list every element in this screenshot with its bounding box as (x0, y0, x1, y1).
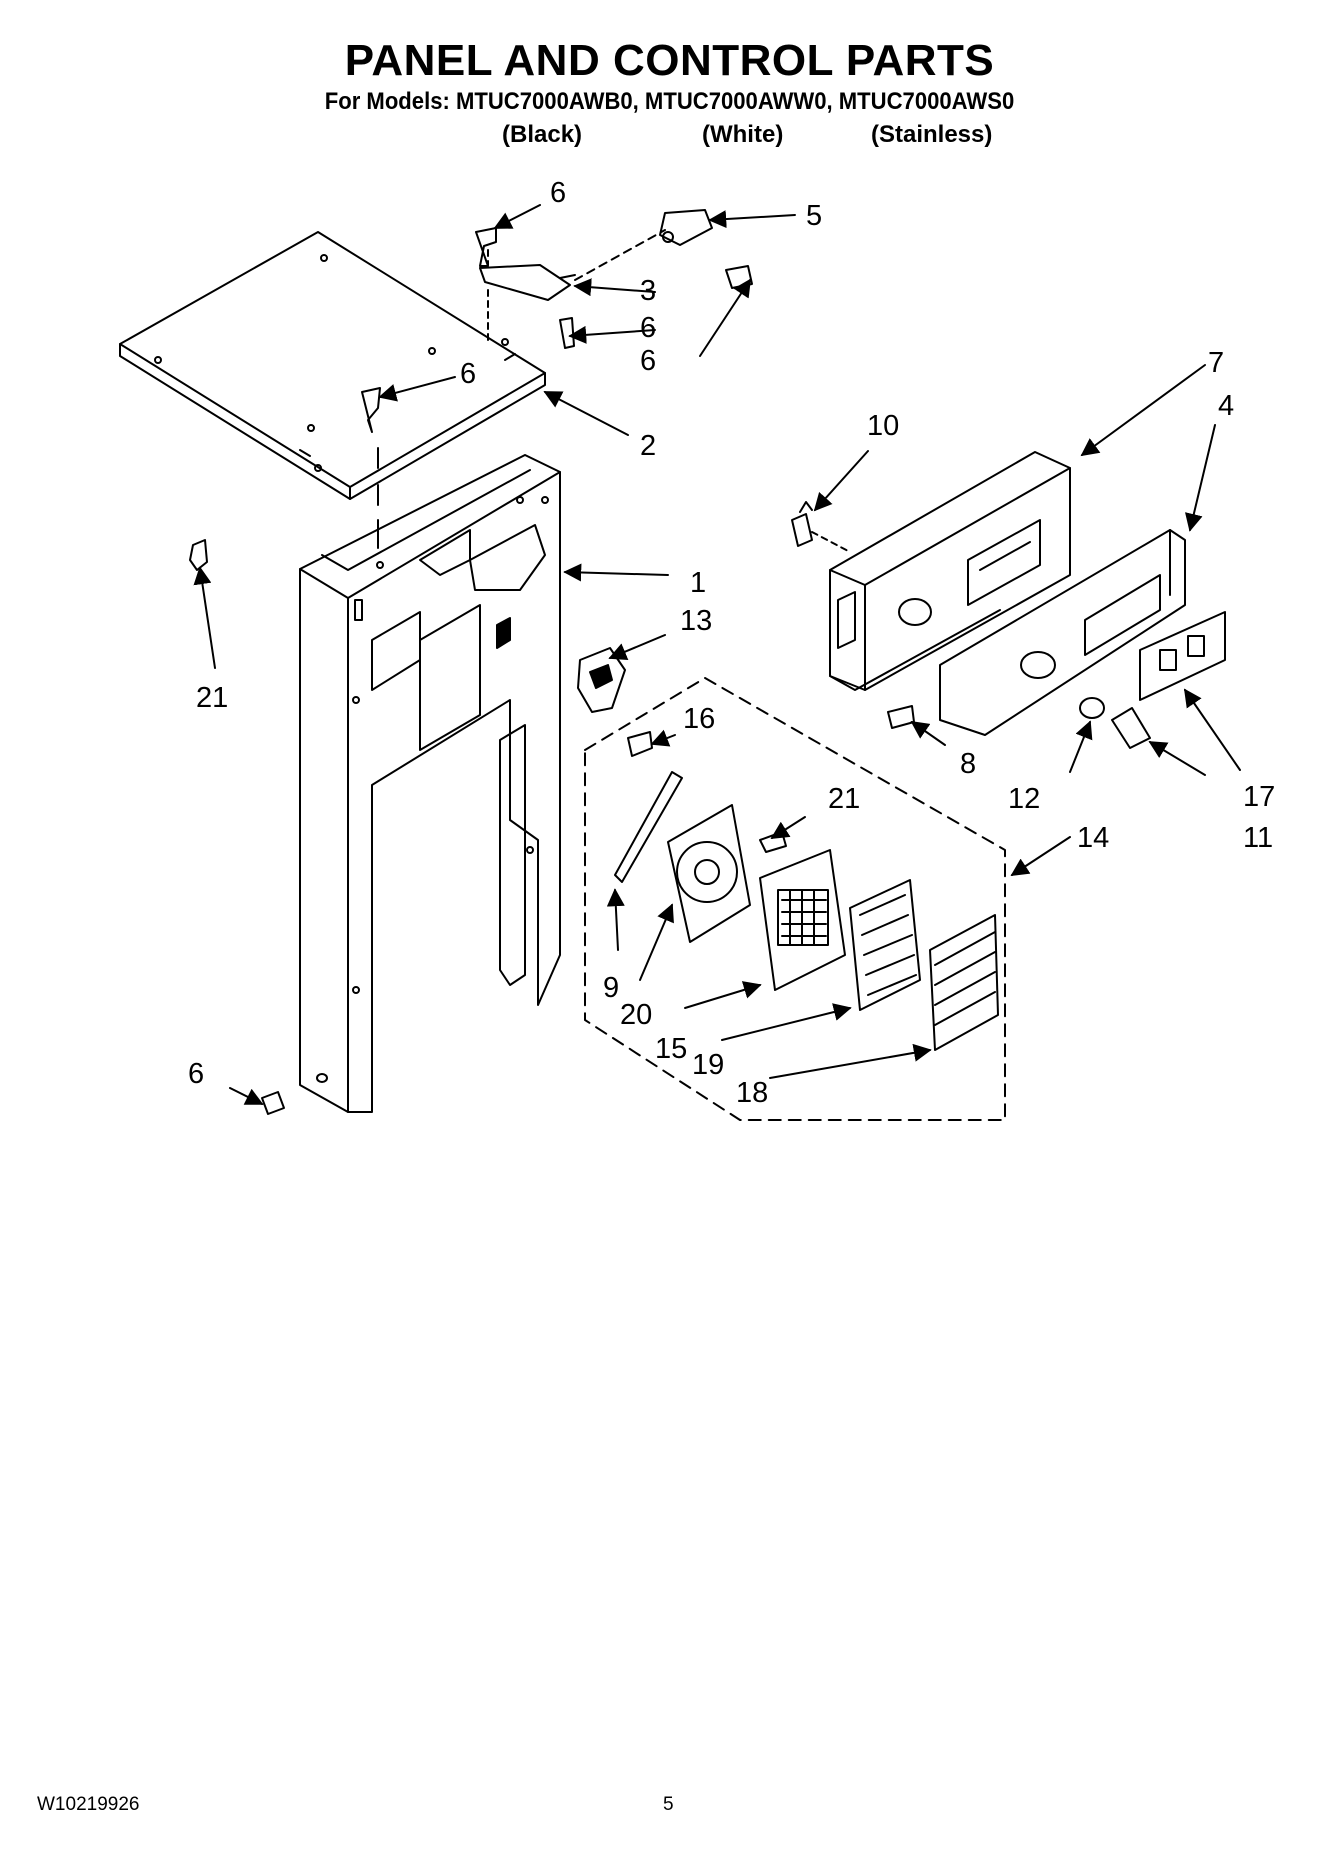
fan-housing (759, 849, 846, 991)
side-panel (299, 447, 561, 1113)
top-cover-plate (119, 231, 546, 500)
clip-left (189, 539, 208, 571)
bracket-and-clip (479, 209, 713, 341)
callout-2: 2 (640, 430, 656, 462)
callout-6: 6 (188, 1058, 204, 1090)
callout-5: 5 (806, 200, 822, 232)
page-number: 5 (663, 1794, 674, 1815)
callout-6: 6 (550, 177, 566, 209)
callout-14: 14 (1077, 822, 1109, 854)
callout-21: 21 (196, 682, 228, 714)
document-number: W10219926 (37, 1794, 140, 1815)
control-housing (829, 451, 1071, 691)
callout-labels: 1 2 3 4 5 6 6 6 6 6 7 8 9 10 11 12 13 14… (188, 177, 1275, 1109)
knob-and-spring (1079, 697, 1151, 749)
callout-10: 10 (867, 410, 899, 442)
callout-6: 6 (640, 312, 656, 344)
models-line: For Models: MTUC7000AWB0, MTUC7000AWW0, … (324, 88, 1015, 115)
callout-8: 8 (960, 748, 976, 780)
screws (261, 227, 915, 1115)
callout-1: 1 (690, 567, 706, 599)
grille (929, 914, 999, 1051)
callout-11: 11 (1243, 822, 1273, 854)
callout-4: 4 (1218, 390, 1234, 422)
callout-16: 16 (683, 703, 715, 735)
callout-3: 3 (640, 275, 656, 307)
overlay (1139, 611, 1226, 701)
variant-stainless: (Stainless) (871, 121, 993, 148)
variant-black: (Black) (502, 121, 583, 148)
callout-15: 15 (655, 1033, 687, 1065)
callout-7: 7 (1208, 347, 1224, 379)
rocker-switch (577, 647, 626, 713)
filter (849, 879, 921, 1011)
page-title: PANEL AND CONTROL PARTS (344, 36, 995, 85)
thermostat (791, 501, 851, 553)
callout-6: 6 (640, 345, 656, 377)
callout-9: 9 (603, 972, 619, 1004)
leader-arrows (193, 204, 1241, 1105)
fan-bracket (614, 771, 683, 883)
callout-18: 18 (736, 1077, 768, 1109)
callout-21: 21 (828, 783, 860, 815)
escutcheon-panel (939, 529, 1186, 736)
callout-13: 13 (680, 605, 712, 637)
callout-17: 17 (1243, 781, 1275, 813)
clip-fan (759, 831, 787, 853)
variant-white: (White) (702, 121, 784, 148)
fan (667, 804, 751, 943)
callout-19: 19 (692, 1049, 724, 1081)
fan-kit-boundary (584, 677, 1006, 1121)
callout-20: 20 (620, 999, 652, 1031)
callout-12: 12 (1008, 783, 1040, 815)
callout-6: 6 (460, 358, 476, 390)
